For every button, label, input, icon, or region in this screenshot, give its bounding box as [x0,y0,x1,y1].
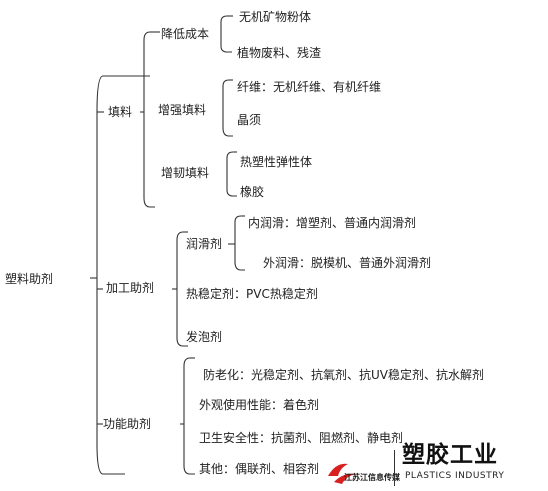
reinforce-item-fiber: 纤维：无机纤维、有机纤维 [237,80,382,94]
reinforce-node: 增强填料 [158,103,207,117]
filler-node: 填料 [108,105,133,119]
functional-node: 功能助剂 [103,417,152,431]
functional-item-other: 其他：偶联剂、相容剂 [199,462,320,476]
lubricant-item-internal: 内润滑：增塑剂、普通内润滑剂 [248,216,417,230]
functional-item-anti-aging: 防老化：光稳定剂、抗氧剂、抗UV稳定剂、抗水解剂 [203,368,484,382]
toughen-item-rubber: 橡胶 [240,185,265,199]
toughen-node: 增韧填料 [161,166,210,180]
brand-watermark-title: 塑胶工业 [402,442,498,468]
watermark-divider [394,450,395,486]
foaming-node: 发泡剂 [186,330,223,344]
cost-item-plant-waste: 植物废料、残渣 [237,46,322,60]
root-node: 塑料助剂 [5,272,54,286]
brand-watermark-subtitle: PLASTICS INDUSTRY [405,471,505,481]
heat-stabilizer-node: 热稳定剂：PVC热稳定剂 [186,287,318,301]
reinforce-item-whisker: 晶须 [237,113,262,127]
functional-item-appearance: 外观使用性能：着色剂 [199,398,320,412]
cost-node: 降低成本 [161,27,210,41]
toughen-item-tpe: 热塑性弹性体 [240,155,313,169]
lubricant-item-external: 外润滑：脱模机、普通外润滑剂 [263,256,432,270]
processing-node: 加工助剂 [106,281,155,295]
cost-item-mineral: 无机矿物粉体 [239,10,312,24]
lubricant-node: 润滑剂 [186,237,223,251]
media-watermark: 江苏江信息传媒 [344,473,400,482]
media-logo-icon [328,463,356,484]
functional-item-safety: 卫生安全性：抗菌剂、阻燃剂、静电剂 [199,431,404,445]
